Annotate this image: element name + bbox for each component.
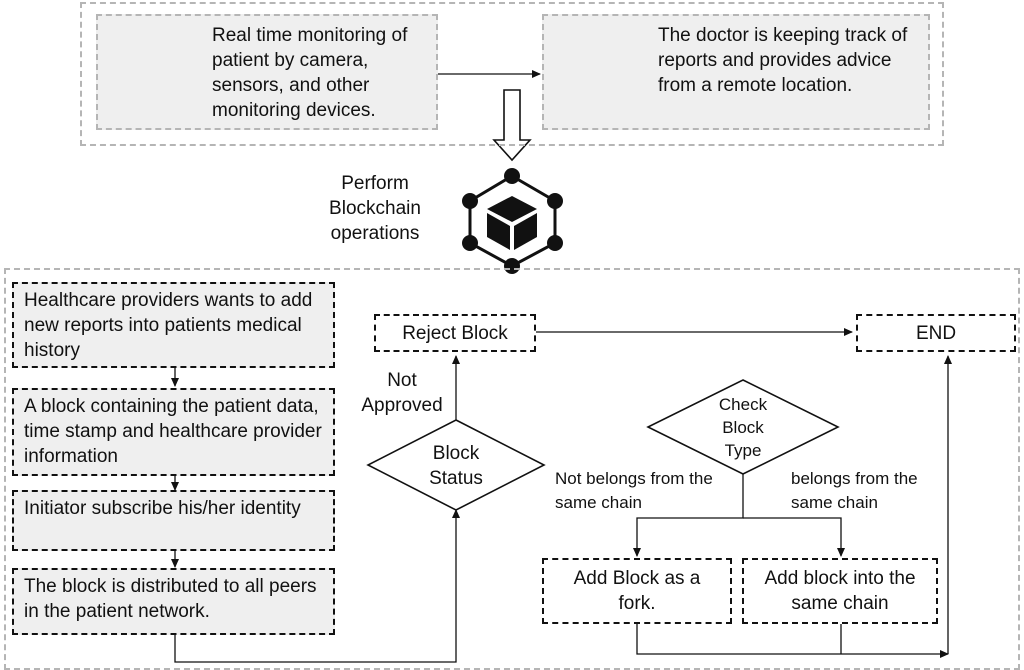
arrow-step4-to-status: [174, 509, 460, 663]
add-same-chain-box: Add block into the same chain: [742, 558, 938, 624]
not-same-chain-label: Not belongs from the same chain: [555, 469, 713, 512]
doctor-box: [542, 14, 930, 130]
step-distribute-block: The block is distributed to all peers in…: [12, 568, 335, 635]
monitoring-text: Real time monitoring of patient by camer…: [212, 25, 408, 121]
monitoring-box: [96, 14, 438, 130]
block-status-diamond: [366, 419, 546, 511]
step-initiator-identity: Initiator subscribe his/her identity: [12, 490, 335, 551]
block-status-label: Block Status: [429, 443, 483, 489]
not-approved-label: Not Approved: [361, 370, 443, 416]
top-section-frame: [80, 2, 944, 146]
branch-lines: [633, 474, 744, 557]
reject-block-box: Reject Block: [374, 314, 536, 352]
bottom-section-frame: [4, 268, 1020, 670]
blockchain-network-icon: [462, 168, 563, 274]
end-box: END: [856, 314, 1016, 352]
hollow-down-arrow: [492, 89, 532, 162]
arrow-fork-to-end: [636, 623, 949, 658]
step-new-reports: Healthcare providers wants to add new re…: [12, 282, 335, 368]
same-chain-label: belongs from the same chain: [791, 469, 918, 512]
check-block-type-label: Check Block Type: [718, 394, 768, 460]
add-fork-box: Add Block as a fork.: [542, 558, 732, 624]
blockchain-label: Perform Blockchain operations: [329, 173, 421, 244]
step-block-contents: A block containing the patient data, tim…: [12, 388, 335, 476]
doctor-text: The doctor is keeping track of reports a…: [658, 25, 908, 96]
